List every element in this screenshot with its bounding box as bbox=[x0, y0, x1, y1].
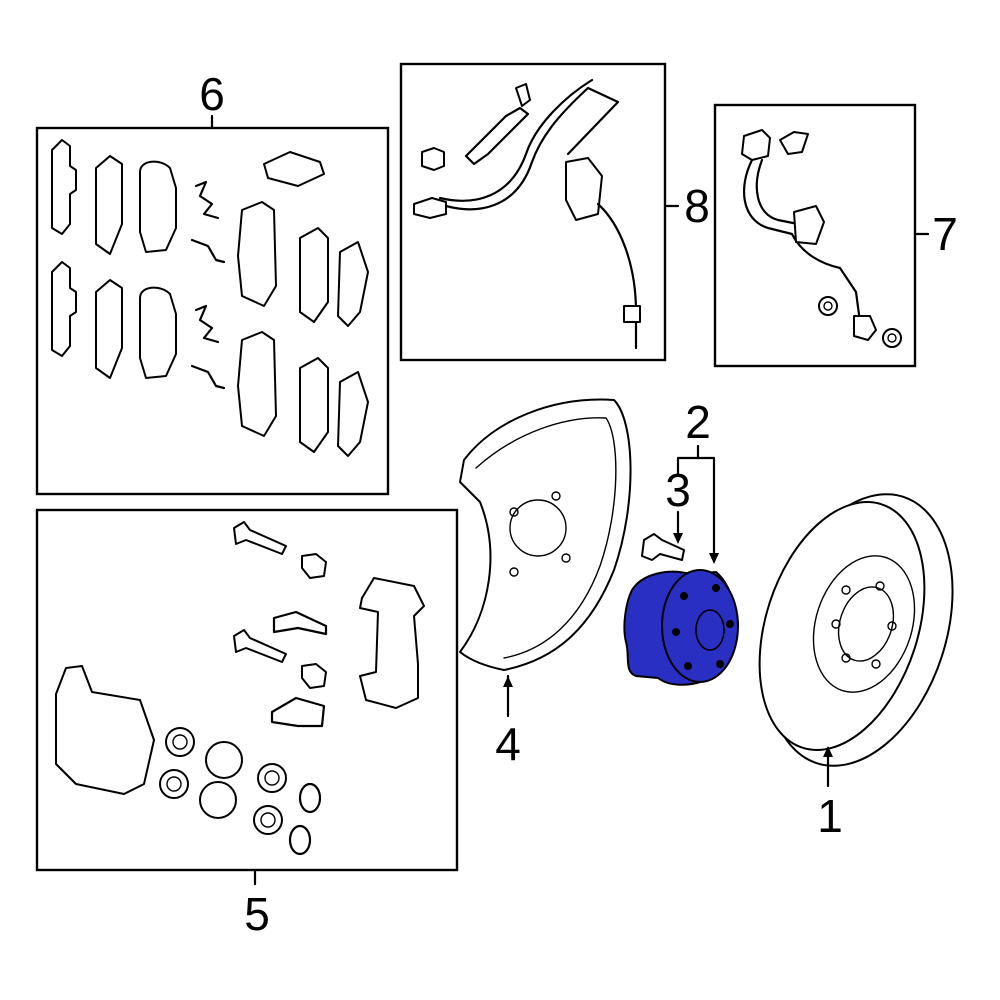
callout-6: 6 bbox=[199, 68, 225, 120]
callout-7: 7 bbox=[932, 208, 958, 260]
part-5-caliper-assembly[interactable] bbox=[35, 508, 459, 886]
part-8-speed-sensor[interactable] bbox=[399, 62, 680, 362]
callout-5: 5 bbox=[244, 888, 270, 940]
part-6-brake-pad-kit[interactable] bbox=[35, 114, 390, 496]
part-3-hub-bolt[interactable] bbox=[641, 510, 685, 561]
callout-1: 1 bbox=[817, 790, 843, 842]
callout-8: 8 bbox=[684, 180, 710, 232]
callout-4: 4 bbox=[495, 718, 521, 770]
callout-2: 2 bbox=[685, 396, 711, 448]
part-2-hub-bearing-assembly[interactable] bbox=[623, 444, 739, 686]
part-4-splash-shield[interactable] bbox=[459, 398, 632, 718]
part-7-brake-hose[interactable] bbox=[713, 103, 930, 368]
part-1-brake-rotor[interactable] bbox=[730, 470, 985, 789]
